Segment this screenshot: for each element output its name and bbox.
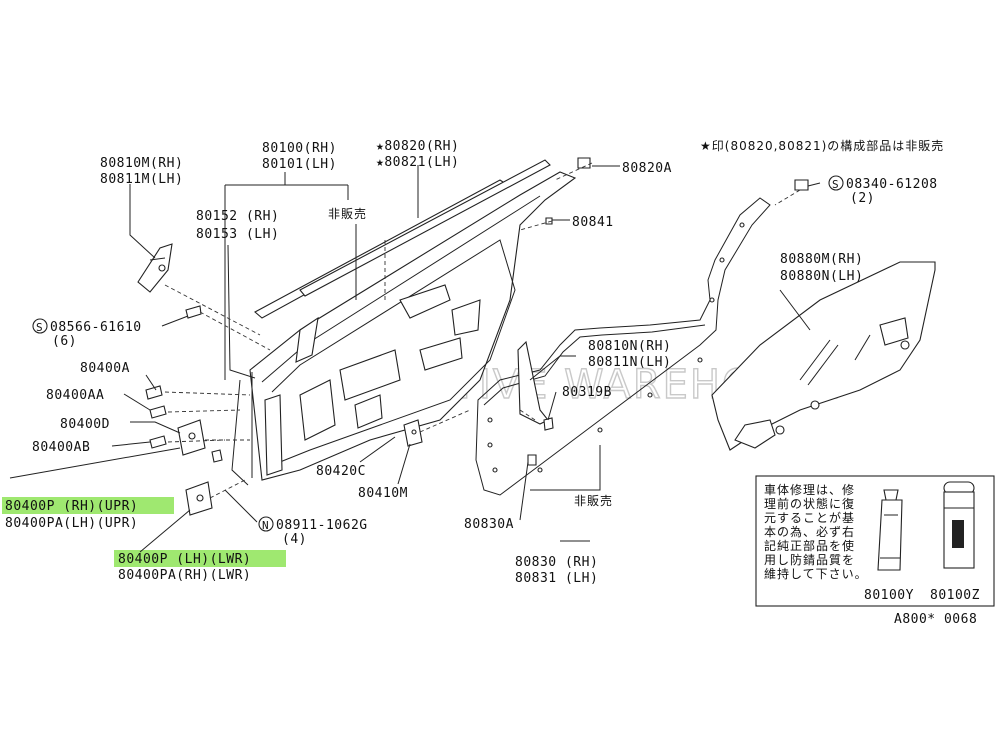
label-80100: 80100(RH) [262,141,337,156]
door-shell [231,171,577,486]
spray-can-icon [943,481,975,569]
label-80811M: 80811M(LH) [100,172,183,187]
label-80820A: 80820A [622,161,672,176]
hinge-upper [177,419,206,456]
svg-text:S: S [832,178,839,191]
label-80100Y: 80100Y [864,588,914,603]
label-80400PA-upr: 80400PA(LH)(UPR) [5,516,138,531]
label-80400P-upr: 80400P (RH)(UPR) [5,499,138,514]
assembly-lines [164,162,801,499]
label-80420C: 80420C [316,464,366,479]
screw-s-icon-08340: S [828,175,844,191]
repair-note-line-2: 理前の状態に復 [764,496,855,511]
hinge-lower [185,481,213,516]
mirror-base [137,243,173,293]
label-80831: 80831 (LH) [515,571,598,586]
label-80400A: 80400A [80,361,130,376]
weatherstrip-clips [487,222,745,473]
diagram-code: A800* 0068 [894,612,977,627]
svg-text:N: N [262,519,269,532]
label-80100Z: 80100Z [930,588,980,603]
label-80880M: 80880M(RH) [780,252,863,267]
fasteners [145,157,809,466]
label-80821: ★80821(LH) [376,155,459,170]
repair-note-text: 車体修理は、修 理前の状態に復 元することが基 本の為、必ず右 記純正部品を使 … [764,482,868,581]
repair-note-line-3: 元することが基 [764,510,855,525]
label-not-for-sale-2: 非販売 [574,493,613,508]
label-80810N: 80810N(RH) [588,339,671,354]
label-80880N: 80880N(LH) [780,269,863,284]
label-80152: 80152 (RH) [196,209,279,224]
label-80319B: 80319B [562,385,612,400]
label-08911: 08911-1062G [276,518,368,533]
label-80400AB: 80400AB [32,440,90,455]
screw-s-icon-08566: S [32,318,48,334]
highlight-80400p-lwr [114,550,286,567]
repair-note-line-5: 記純正部品を使 [764,538,855,553]
label-08566-qty: (6) [52,334,77,349]
nut-n-icon-08911: N [258,516,274,532]
leader-lines [9,165,821,553]
label-80101: 80101(LH) [262,157,337,172]
window-moulding [254,159,551,319]
label-08566: 08566-61610 [50,320,142,335]
label-not-for-sale-1: 非販売 [328,206,367,221]
svg-text:S: S [36,321,43,334]
sealant-tube-icon [877,489,903,571]
label-80820: ★80820(RH) [376,139,459,154]
repair-note-line-4: 本の為、必ず右 [764,524,855,539]
label-80400D: 80400D [60,417,110,432]
label-80153: 80153 (LH) [196,227,279,242]
label-80400PA-lwr: 80400PA(RH)(LWR) [118,568,251,583]
label-80841: 80841 [572,215,614,230]
header-note: ★印(80820,80821)の構成部品は非販売 [700,138,944,153]
label-80830A: 80830A [464,517,514,532]
label-80400P-lwr: 80400P (LH)(LWR) [118,552,251,567]
door-trim-panel [711,261,936,451]
label-08340: 08340-61208 [846,177,938,192]
label-08340-qty: (2) [850,191,875,206]
label-80410M: 80410M [358,486,408,501]
label-80400AA: 80400AA [46,388,104,403]
label-80830: 80830 (RH) [515,555,598,570]
label-80810M: 80810M(RH) [100,156,183,171]
repair-note-line-6: 用し防錆品質を [764,552,855,567]
door-weatherstrip [475,197,771,496]
door-check [403,419,423,447]
repair-note-line-7: 維持して下さい。 [764,566,868,581]
label-08911-qty: (4) [282,532,307,547]
highlight-80400p-upr [2,497,174,514]
repair-note-line-1: 車体修理は、修 [764,482,855,497]
label-80811N: 80811N(LH) [588,355,671,370]
